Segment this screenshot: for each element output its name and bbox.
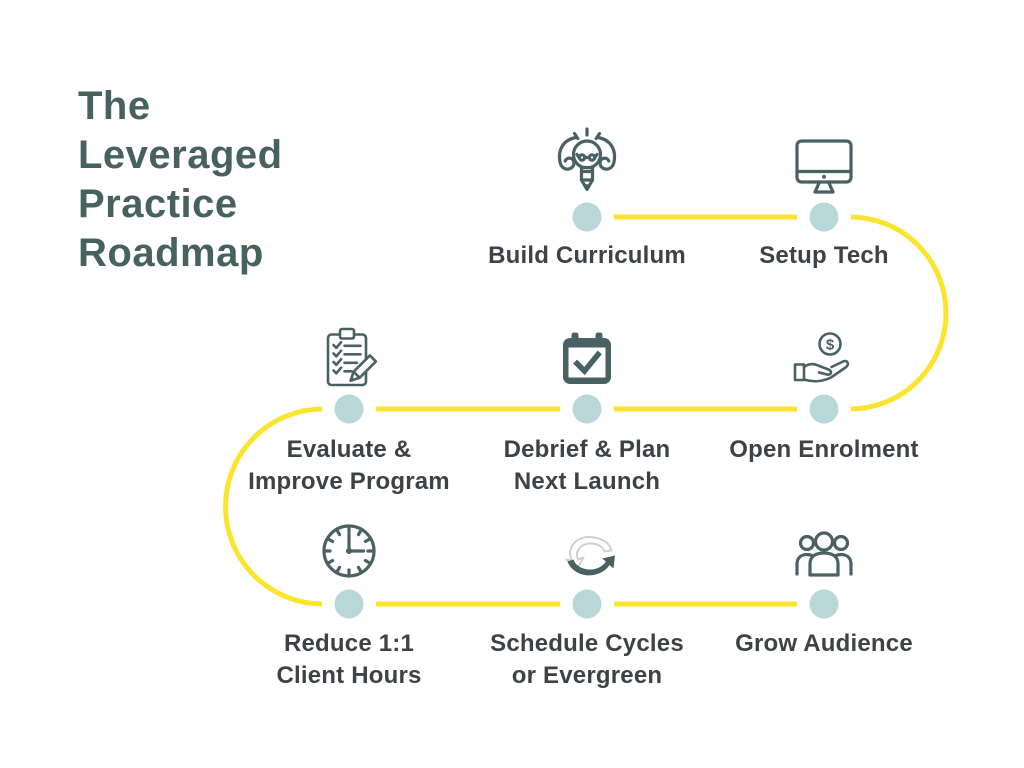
hand-coin-icon: $ (788, 327, 860, 404)
step-label-reduce-hours: Reduce 1:1 Client Hours (276, 630, 422, 689)
step-label-schedule-cycles: Schedule Cycles or Evergreen (490, 630, 684, 689)
desktop-monitor-icon (788, 130, 860, 207)
step-label-debrief-plan: Debrief & Plan Next Launch (503, 436, 671, 495)
calendar-check-icon (551, 326, 623, 403)
step-label-build-curriculum: Build Curriculum (488, 242, 686, 269)
step-label-setup-tech: Setup Tech (759, 242, 889, 269)
idea-strength-icon (551, 124, 623, 207)
svg-text:$: $ (826, 337, 835, 354)
cycle-arrows-icon (551, 517, 623, 594)
page-title: The Leveraged Practice Roadmap (78, 84, 283, 275)
clock-icon (313, 515, 385, 592)
step-label-evaluate-improve: Evaluate & Improve Program (248, 436, 450, 495)
step-label-grow-audience: Grow Audience (735, 630, 913, 657)
path-node-dot (334, 589, 364, 619)
clipboard-checklist-icon (313, 322, 385, 399)
step-label-open-enrolment: Open Enrolment (729, 436, 919, 463)
people-group-icon (788, 517, 860, 594)
